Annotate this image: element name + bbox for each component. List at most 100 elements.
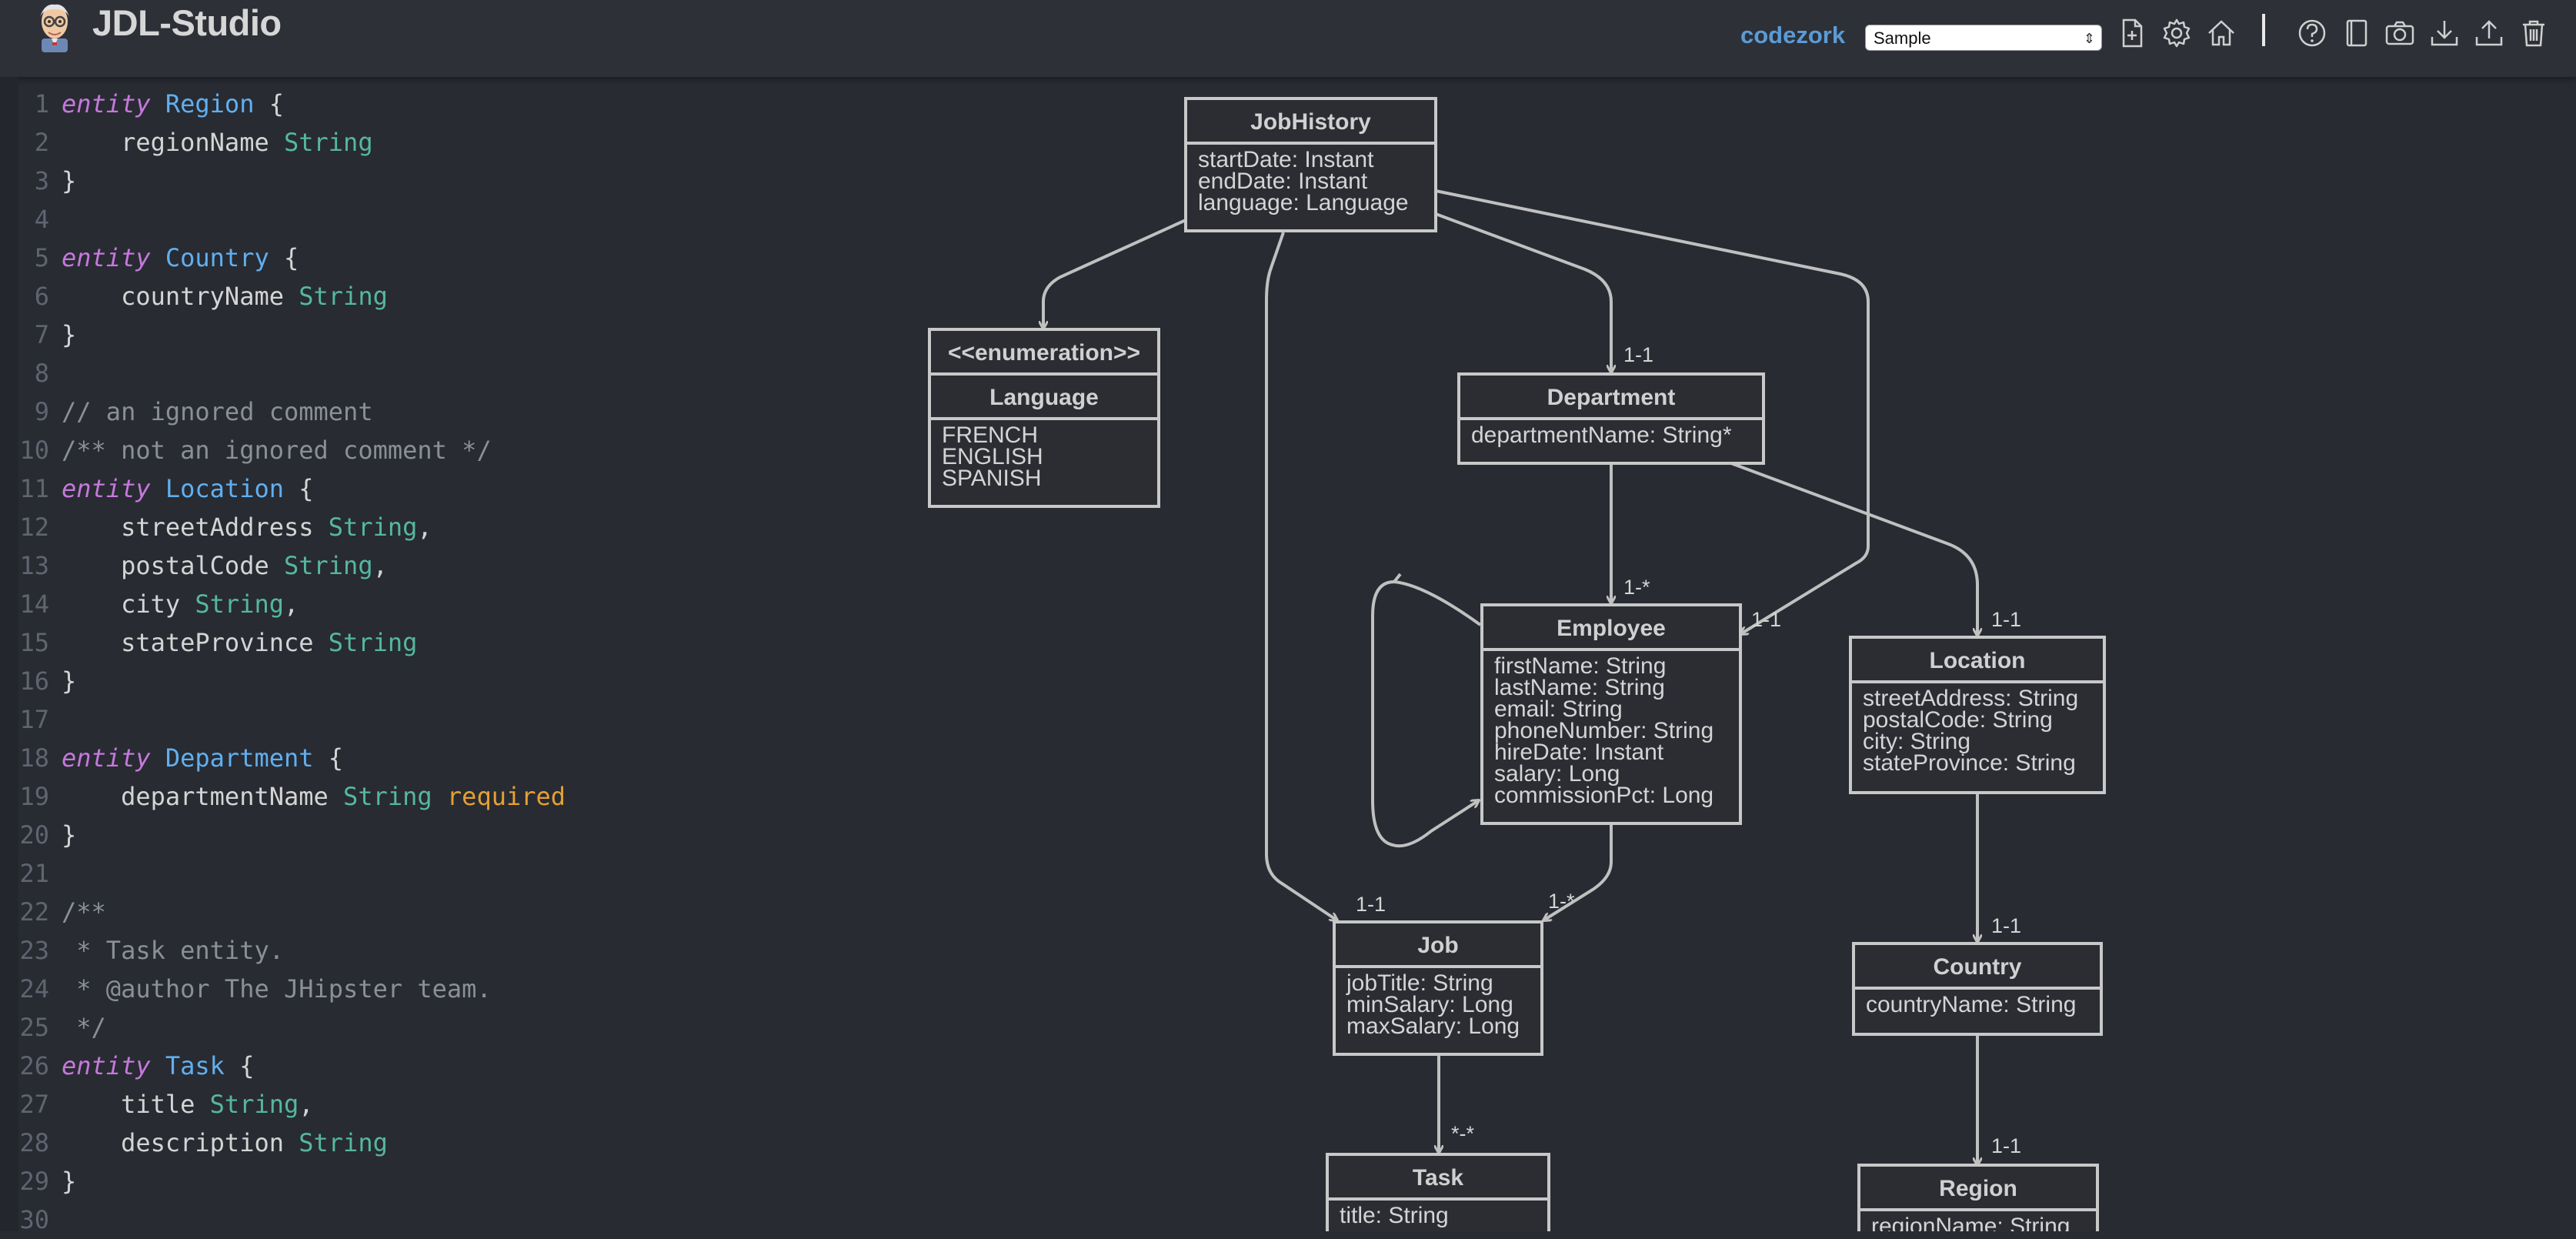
code-token: { [254, 89, 284, 119]
code-line[interactable]: 7} [0, 316, 77, 354]
code-token: /** not an ignored comment */ [62, 436, 492, 465]
upload-icon[interactable] [2473, 17, 2505, 49]
help-icon[interactable] [2296, 17, 2328, 49]
line-number: 9 [34, 397, 49, 426]
settings-icon[interactable] [2161, 17, 2193, 49]
line-number: 8 [34, 359, 49, 388]
code-line[interactable]: 21 [0, 854, 62, 893]
code-text: streetAddress String, [62, 508, 432, 546]
code-line[interactable]: 14 city String, [0, 585, 299, 623]
code-line[interactable]: 19 departmentName String required [0, 777, 566, 816]
code-text: regionName String [62, 123, 373, 162]
edge-employee-job [1543, 823, 1613, 920]
code-line[interactable]: 6 countryName String [0, 277, 388, 316]
code-line[interactable]: 24 * @author The JHipster team. [0, 970, 491, 1008]
code-line[interactable]: 20} [0, 816, 76, 854]
entity-attribute: email: String [1494, 696, 1623, 722]
code-line[interactable]: 3} [0, 162, 77, 200]
code-line[interactable]: 30 [0, 1201, 62, 1239]
code-token: String [299, 1128, 388, 1157]
code-token: city [62, 589, 195, 619]
multiplicity-label: 1-1 [1751, 608, 1781, 631]
code-line[interactable]: 10/** not an ignored comment */ [0, 431, 492, 469]
line-number: 5 [34, 243, 49, 272]
code-token: // an ignored comment [62, 397, 373, 426]
code-line[interactable]: 27 title String, [0, 1085, 314, 1124]
code-line[interactable]: 16} [0, 662, 76, 700]
sample-select[interactable]: Sample ⇕ [1865, 25, 2102, 51]
download-icon[interactable] [2428, 17, 2461, 49]
trash-icon[interactable] [2518, 17, 2550, 49]
entity-attribute: minSalary: Long [1346, 992, 1513, 1017]
line-number: 14 [19, 589, 49, 619]
code-text: entity Region { [62, 85, 284, 123]
book-icon[interactable] [2341, 17, 2373, 49]
code-line[interactable]: 9 // an ignored comment [0, 392, 373, 431]
app-header: JDL-Studio codezork Sample ⇕ [0, 0, 2576, 77]
line-number: 16 [19, 666, 49, 696]
entity-name: Country [1934, 954, 2022, 980]
code-token [151, 89, 165, 119]
code-line[interactable]: 4 [0, 200, 62, 239]
code-line[interactable]: 15 stateProvince String [0, 623, 417, 662]
entity-attribute: lastName: String [1494, 675, 1665, 700]
code-token: regionName [62, 128, 284, 157]
entity-attribute: commissionPct: Long [1494, 783, 1713, 808]
line-number: 1 [34, 89, 49, 119]
code-line[interactable]: 13 postalCode String, [0, 546, 387, 585]
entity-box-language[interactable]: <<enumeration>>LanguageFRENCHENGLISHSPAN… [928, 328, 1160, 508]
code-text: city String, [62, 585, 299, 623]
code-line[interactable]: 2 regionName String [0, 123, 373, 162]
code-line[interactable]: 22/** [0, 893, 106, 931]
camera-icon[interactable] [2384, 17, 2416, 49]
code-token: , [299, 1090, 314, 1119]
home-icon[interactable] [2205, 17, 2237, 49]
code-line[interactable]: 23 * Task entity. [0, 931, 284, 970]
code-token: String [209, 1090, 299, 1119]
code-line[interactable]: 28 description String [0, 1124, 388, 1162]
line-number: 4 [34, 205, 49, 234]
code-token: entity [62, 1051, 151, 1080]
code-token [151, 1051, 165, 1080]
code-text: /** [62, 893, 106, 931]
code-token [151, 743, 165, 773]
code-line[interactable]: 29} [0, 1162, 76, 1201]
edge-jobhistory-language [1043, 219, 1186, 329]
code-text: } [62, 662, 76, 700]
code-line[interactable]: 17 [0, 700, 62, 739]
entity-attribute: regionName: String [1871, 1214, 2070, 1231]
edge-employee-self [1371, 579, 1480, 848]
line-number: 26 [19, 1051, 49, 1080]
entity-name: Department [1547, 385, 1676, 410]
code-token: streetAddress [62, 513, 329, 542]
code-text: description String [62, 1124, 388, 1162]
code-token: /** [62, 897, 106, 927]
entity-attribute: phoneNumber: String [1494, 718, 1713, 743]
code-line[interactable]: 1 entity Region { [0, 85, 284, 123]
code-text: // an ignored comment [62, 392, 373, 431]
code-token: Region [165, 89, 255, 119]
code-line[interactable]: 8 [0, 354, 62, 392]
code-token: String [195, 589, 284, 619]
brand-link[interactable]: codezork [1740, 22, 1846, 48]
code-token: stateProvince [62, 628, 329, 657]
new-file-icon[interactable] [2116, 17, 2148, 49]
select-caret-icon: ⇕ [2083, 31, 2095, 46]
code-text: departmentName String required [62, 777, 566, 816]
code-line[interactable]: 25 */ [0, 1008, 105, 1047]
code-text: * Task entity. [62, 931, 284, 970]
code-line[interactable]: 12 streetAddress String, [0, 508, 432, 546]
